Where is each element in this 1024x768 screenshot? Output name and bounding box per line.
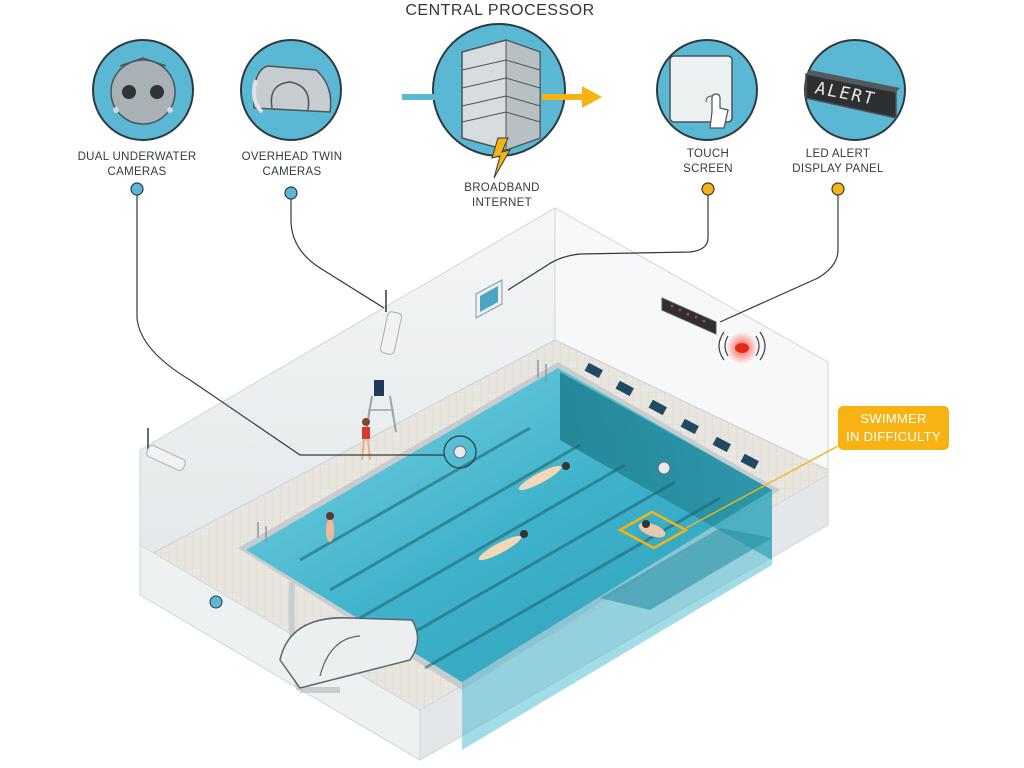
wall-led-glow: [670, 304, 706, 323]
touch-screen-icon: [656, 39, 758, 141]
overhead-twin-cameras-icon: [240, 39, 342, 141]
dual-underwater-cameras-icon: [92, 39, 194, 141]
lifeguard-chair: [365, 380, 397, 433]
dot-underwater: [130, 182, 144, 196]
label-dual-underwater-cameras: DUAL UNDERWATER CAMERAS: [73, 150, 201, 180]
callout-line2: IN DIFFICULTY: [846, 429, 941, 444]
label-broadband-line2: INTERNET: [472, 197, 532, 209]
overhead-camera-wall: [380, 290, 402, 355]
swimmer-3: [326, 512, 334, 542]
label-dual-underwater-line1: DUAL UNDERWATER: [77, 151, 197, 163]
pool-ladders: [257, 360, 547, 542]
central-processor-icon: [432, 23, 566, 179]
wall-touch-screen: [475, 279, 503, 319]
deck-wall-camera: [209, 595, 223, 609]
connector-touch-screen: [507, 190, 709, 291]
lane-lines: [299, 426, 721, 670]
label-led-line1: LED ALERT: [805, 148, 871, 160]
overhead-camera-side: [146, 428, 186, 472]
connector-underwater: [136, 190, 444, 456]
lifeguard: [361, 418, 371, 461]
foreground-overhead-camera: [279, 581, 419, 693]
central-processor-title: CENTRAL PROCESSOR: [405, 2, 595, 19]
label-broadband-line1: BROADBAND: [464, 182, 540, 194]
dot-touch-screen: [701, 182, 715, 196]
pool-underwater-camera-2: [657, 461, 671, 475]
connector-callout: [685, 445, 839, 529]
pool: [238, 360, 780, 750]
label-overhead-twin-line1: OVERHEAD TWIN: [241, 151, 343, 163]
label-led-alert-display-panel: LED ALERT DISPLAY PANEL: [782, 147, 894, 177]
label-overhead-twin-cameras: OVERHEAD TWIN CAMERAS: [228, 150, 356, 180]
dot-led-panel: [831, 182, 845, 196]
pool-underwater-camera-ring: [443, 435, 477, 469]
wall-led-panel: [661, 297, 717, 335]
starting-blocks: [584, 362, 759, 470]
led-alert-panel-icon: ALERT: [804, 39, 906, 141]
connector-lines: [136, 190, 839, 456]
difficulty-highlight: [617, 510, 689, 550]
alarm-siren: [718, 331, 766, 364]
pool-ramp: [600, 528, 772, 610]
label-touch-screen: TOUCH SCREEN: [652, 147, 764, 177]
input-arrow: [402, 88, 460, 106]
callout-line1: SWIMMER: [860, 411, 927, 426]
output-arrow: [542, 86, 602, 108]
pool-underwater-camera: [453, 445, 467, 459]
label-led-line2: DISPLAY PANEL: [792, 163, 884, 175]
swimmer-2: [478, 530, 528, 561]
label-touch-line1: TOUCH: [686, 148, 730, 160]
label-overhead-twin-line2: CAMERAS: [262, 166, 322, 178]
connector-overhead: [290, 194, 385, 309]
swimmer-in-difficulty: [617, 510, 689, 550]
connector-led-panel: [719, 190, 839, 323]
swimmer-in-difficulty-callout: SWIMMER IN DIFFICULTY: [838, 406, 949, 450]
label-touch-line2: SCREEN: [683, 163, 733, 175]
label-broadband-internet: BROADBAND INTERNET: [446, 181, 558, 211]
label-dual-underwater-line2: CAMERAS: [107, 166, 167, 178]
dot-overhead: [284, 186, 298, 200]
swimmer-1: [518, 462, 570, 491]
